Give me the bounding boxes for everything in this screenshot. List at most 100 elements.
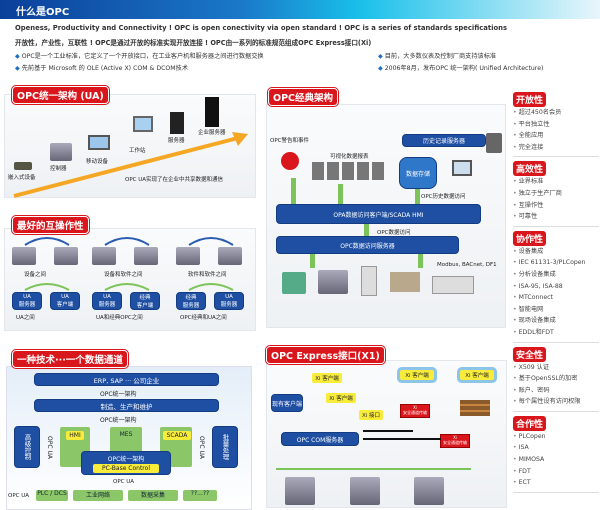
intro-bullet: 2006年8月，发布OPC 统一架构( Unified Architecture… xyxy=(378,63,544,72)
classic-title: OPC经典架构 xyxy=(268,88,339,106)
history-server: 历史记录服务器 xyxy=(402,134,486,147)
ua-label: OPC统一架构 xyxy=(100,391,137,398)
sidebar-item: 账户、密码 xyxy=(513,385,599,397)
plc-icon xyxy=(350,477,380,505)
ua-box: UA 客户端 xyxy=(50,292,80,310)
ua-box: UA 服务器 xyxy=(12,292,42,310)
embedded-device-icon xyxy=(14,162,32,170)
sidebar-item: EDDL和FDT xyxy=(513,327,599,339)
sidebar-item: 全能应用 xyxy=(513,130,599,142)
arrow xyxy=(291,178,296,204)
hist-access-label: OPC历史数据访问 xyxy=(421,194,466,200)
group-bottom-label: OPC经典和UA之间 xyxy=(180,315,227,321)
opc-ua-label: OPC UA xyxy=(8,493,30,499)
pc-control-label: PC-Base Control xyxy=(93,464,159,473)
arrow xyxy=(310,254,315,268)
ua-side-label: OPC UA xyxy=(198,436,205,459)
sidebar-item: 设备集成 xyxy=(513,246,599,258)
visual-label: 可视化数据报表 xyxy=(330,154,369,160)
device-label: 移动设备 xyxy=(86,159,109,165)
device-label: 服务器 xyxy=(168,138,185,144)
exchange-arrow xyxy=(188,237,234,246)
hmi-label: HMI xyxy=(66,431,84,440)
ua-box: 经典 服务器 xyxy=(176,292,206,310)
channel-title: 一种技术···一个数据通道 xyxy=(12,350,128,368)
sidebar-heading: 开放性 xyxy=(513,92,547,107)
firewall-icon xyxy=(460,400,490,416)
xi-client: Xi 客户端 xyxy=(312,373,342,383)
exchange-arrow xyxy=(104,237,150,246)
sidebar-item: X509 认证 xyxy=(513,362,599,374)
header-bar: 什么是OPC xyxy=(0,0,600,19)
ua-panel-title: OPC统一架构 (UA) xyxy=(12,86,109,104)
xi-client: Xi 客户端 xyxy=(400,370,434,380)
calculator-icon xyxy=(486,133,502,153)
arrow xyxy=(338,184,343,204)
device-icon xyxy=(176,247,200,265)
opc-ua-label: OPC UA xyxy=(113,479,135,485)
interop-panel xyxy=(4,228,256,331)
flowmeter-icon xyxy=(282,272,306,294)
device-label: 工作站 xyxy=(129,148,146,154)
sidebar-item: 智能电网 xyxy=(513,304,599,316)
sidebar-item: FDT xyxy=(513,466,599,478)
plc-icon xyxy=(318,270,348,294)
group-label: 设备之间 xyxy=(24,272,47,278)
device-icon xyxy=(218,247,242,265)
sidebar-item: 业界标准 xyxy=(513,176,599,188)
arrow xyxy=(418,254,423,268)
xi-title: OPC Express接口(X1) xyxy=(266,346,385,364)
sidebar-heading: 合作性 xyxy=(513,415,547,431)
plc-icon xyxy=(414,477,444,505)
enterprise-server-icon xyxy=(205,97,219,127)
device-icon xyxy=(92,247,116,265)
device-icon xyxy=(12,247,36,265)
device-icon xyxy=(54,247,78,265)
client-bar: OPA数据访问客户端/SCADA HMI xyxy=(276,204,481,224)
connector xyxy=(363,438,441,440)
data-access-label: OPC数据访问 xyxy=(377,230,411,236)
sidebar-item: 独立于生产厂商 xyxy=(513,188,599,200)
device-label: 企业服务器 xyxy=(198,130,226,136)
divider xyxy=(513,156,599,158)
divider xyxy=(513,491,599,493)
divider xyxy=(513,225,599,227)
sidebar-item: 分析设备集成 xyxy=(513,269,599,281)
data-acquisition: 数据采集 xyxy=(128,490,178,501)
server-bar: OPC数据访问服务器 xyxy=(276,236,459,254)
connector xyxy=(363,430,413,432)
sidebar-item: ISA-95, ISA-88 xyxy=(513,281,599,293)
intro-bullet: 先前基于 Microsoft 的 OLE (Active X) COM & DC… xyxy=(15,63,188,72)
controller-icon xyxy=(50,143,72,161)
page-title: 什么是OPC xyxy=(16,7,70,18)
sidebar-item: PLCopen xyxy=(513,431,599,443)
ua-caption: OPC UA实现了在企业中共享数据和通信 xyxy=(125,177,224,183)
sidebar-item: 现场设备集成 xyxy=(513,315,599,327)
intro-bullet: 目前，大多数仪表及控制厂商支持该标准 xyxy=(378,51,496,60)
sidebar-item: 基于OpenSSL的加密 xyxy=(513,373,599,385)
group-bottom-label: UA之间 xyxy=(16,315,35,321)
group-bottom-label: UA和经典OPC之间 xyxy=(96,315,143,321)
alarm-label: OPC警告和事件 xyxy=(270,138,309,144)
exchange-arrow xyxy=(24,283,70,291)
com-server: OPC COM服务器 xyxy=(281,432,359,446)
ua-box: 经典 客户端 xyxy=(130,292,160,310)
sidebar-item: ECT xyxy=(513,477,599,489)
device-label: 控制器 xyxy=(50,166,67,172)
ua-box: UA 服务器 xyxy=(214,292,244,310)
device-icon xyxy=(134,247,158,265)
report-icons xyxy=(312,162,387,180)
erp-bar: ERP, SAP ··· 公司企业 xyxy=(34,373,219,386)
sidebar-item: 平台独立性 xyxy=(513,119,599,131)
plc-icon xyxy=(285,477,315,505)
ua-box: UA 服务器 xyxy=(92,292,122,310)
intro-chinese: 开放性，产业性，互联性 ! OPC是通过开放的标准实现开放连接 ! OPC由一系… xyxy=(15,39,372,47)
monitor-icon xyxy=(452,160,472,176)
growth-arrow xyxy=(13,132,248,198)
ua-label: OPC统一架构 xyxy=(107,456,145,463)
sidebar-item: 每个属性设有访问权限 xyxy=(513,396,599,408)
workstation-icon xyxy=(133,116,153,132)
intro-bullet: OPC是一个工业标准，它定义了一个开放接口，在工业客户机和服务器之间进行数据交换 xyxy=(15,51,264,60)
sidebar-item: 互操作性 xyxy=(513,200,599,212)
industrial-network: 工业网络 xyxy=(73,490,123,501)
